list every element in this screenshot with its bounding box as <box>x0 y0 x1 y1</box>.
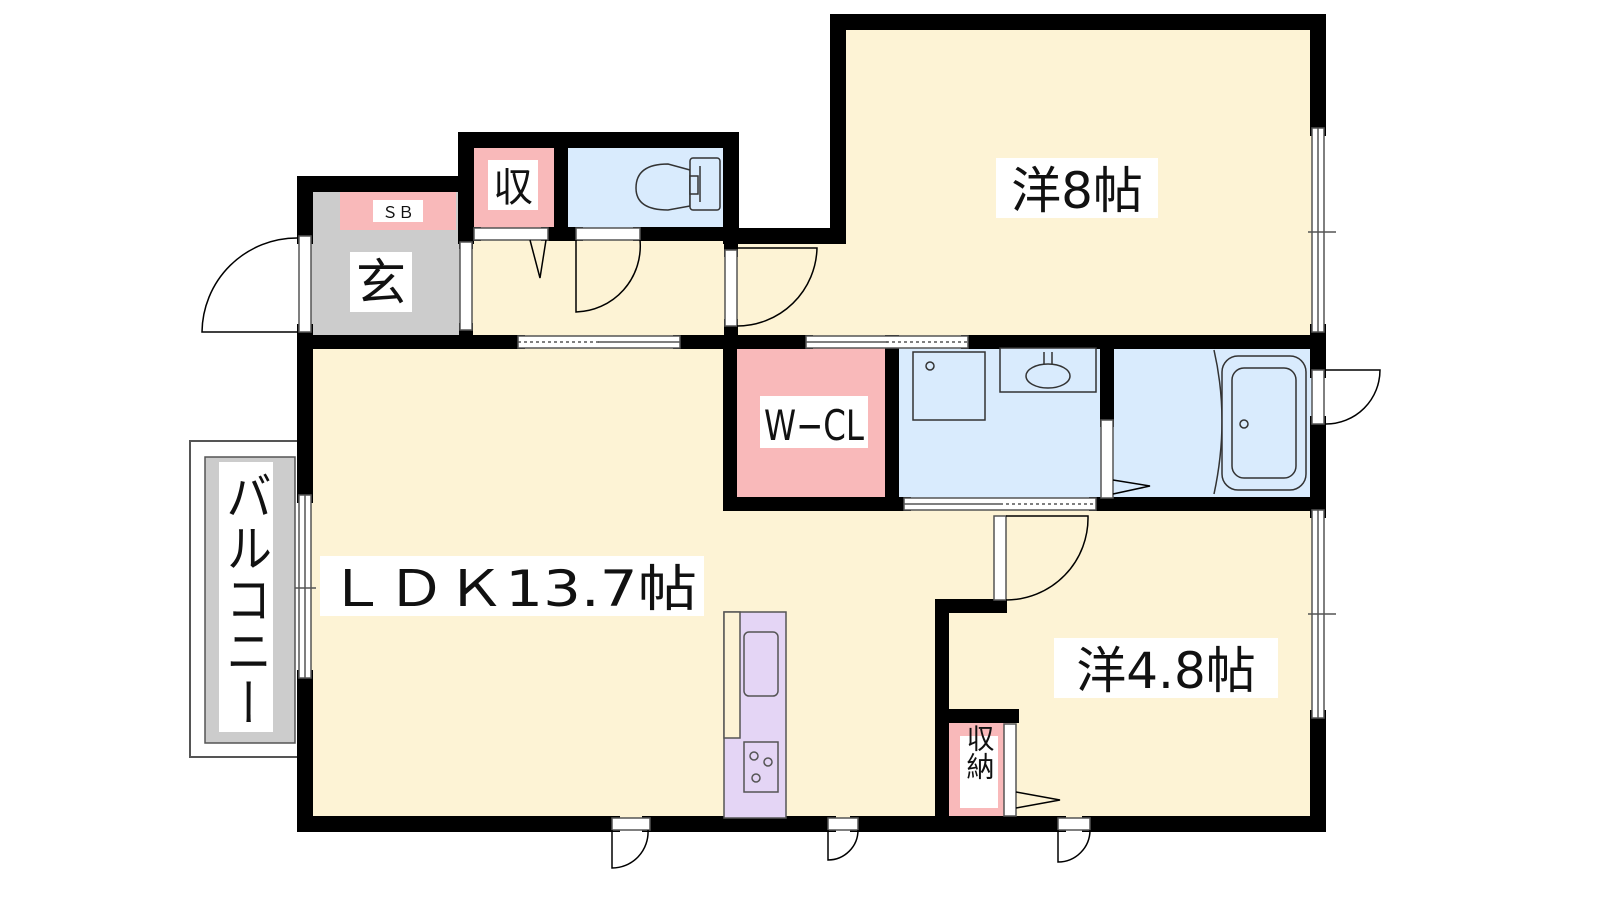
label-ldk: ＬＤＫ13.7帖 <box>320 556 704 618</box>
storage-bottom-door <box>1015 791 1061 809</box>
storage-door <box>529 239 547 279</box>
stove-icon <box>743 741 779 793</box>
room-label-storage-top: 収 <box>493 165 533 211</box>
room-label-western-8: 洋8帖 <box>1011 162 1143 220</box>
toilet-icon <box>635 157 721 211</box>
door-swings <box>201 237 1381 869</box>
room-label-storage-bottom: 収納 <box>963 724 996 780</box>
label-storage-top: 収 <box>488 160 538 211</box>
openings <box>295 127 1336 831</box>
hall-floor <box>466 228 838 342</box>
wash-door <box>1112 479 1151 495</box>
room-label-entrance: 玄 <box>356 254 406 312</box>
western-4-8-door <box>1005 515 1089 601</box>
entrance-door <box>201 237 298 333</box>
label-storage-bottom: 収納 <box>960 724 998 808</box>
south-door-3 <box>1057 829 1091 863</box>
room-label-wcl: W−CL <box>764 401 864 450</box>
south-door-1 <box>611 829 649 869</box>
walls <box>297 14 1326 832</box>
south-door-2 <box>827 829 859 861</box>
bath-door <box>1325 369 1381 425</box>
label-western-4-8: 洋4.8帖 <box>1054 638 1278 700</box>
label-entrance: 玄 <box>350 252 412 312</box>
western-8-door <box>736 247 818 327</box>
label-shoe-box: ＳＢ <box>373 200 423 222</box>
label-western-8: 洋8帖 <box>996 158 1158 220</box>
room-label-western-4-8: 洋4.8帖 <box>1076 642 1256 700</box>
room-label-ldk: ＬＤＫ13.7帖 <box>327 560 697 618</box>
washbasin-icon <box>999 347 1097 393</box>
label-balcony: バルコニー <box>219 462 273 732</box>
toilet-door <box>575 239 642 313</box>
interior-walls <box>298 133 1325 831</box>
kitchen-counter <box>723 611 787 819</box>
washing-machine-pan-icon <box>912 351 986 421</box>
room-label-shoe-box: ＳＢ <box>382 203 414 222</box>
bathtub-icon <box>1213 349 1307 495</box>
label-wcl: W−CL <box>760 396 868 450</box>
sink-icon <box>743 631 779 697</box>
room-label-balcony: バルコニー <box>219 470 273 728</box>
